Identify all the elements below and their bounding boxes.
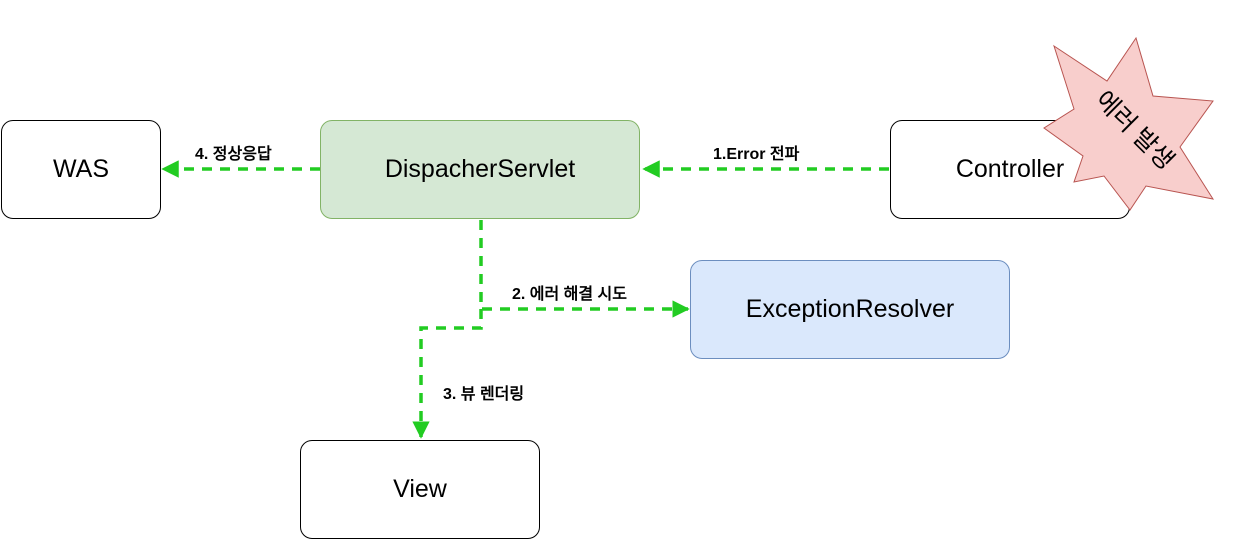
edge-view-render xyxy=(412,309,483,439)
edge-label-resolve-attempt: 2. 에러 해결 시도 xyxy=(509,280,630,304)
view-node: View xyxy=(300,440,540,539)
controller-node: Controller xyxy=(890,120,1130,219)
was-node: WAS xyxy=(1,120,161,219)
edge-label-normal-response: 4. 정상응답 xyxy=(192,140,275,164)
exception-resolver-node: ExceptionResolver xyxy=(690,260,1010,359)
dispatcher-servlet-node: DispacherServlet xyxy=(320,120,640,219)
edge-label-view-render: 3. 뷰 렌더링 xyxy=(440,380,528,404)
edge-label-error-propagation: 1.Error 전파 xyxy=(710,140,803,164)
